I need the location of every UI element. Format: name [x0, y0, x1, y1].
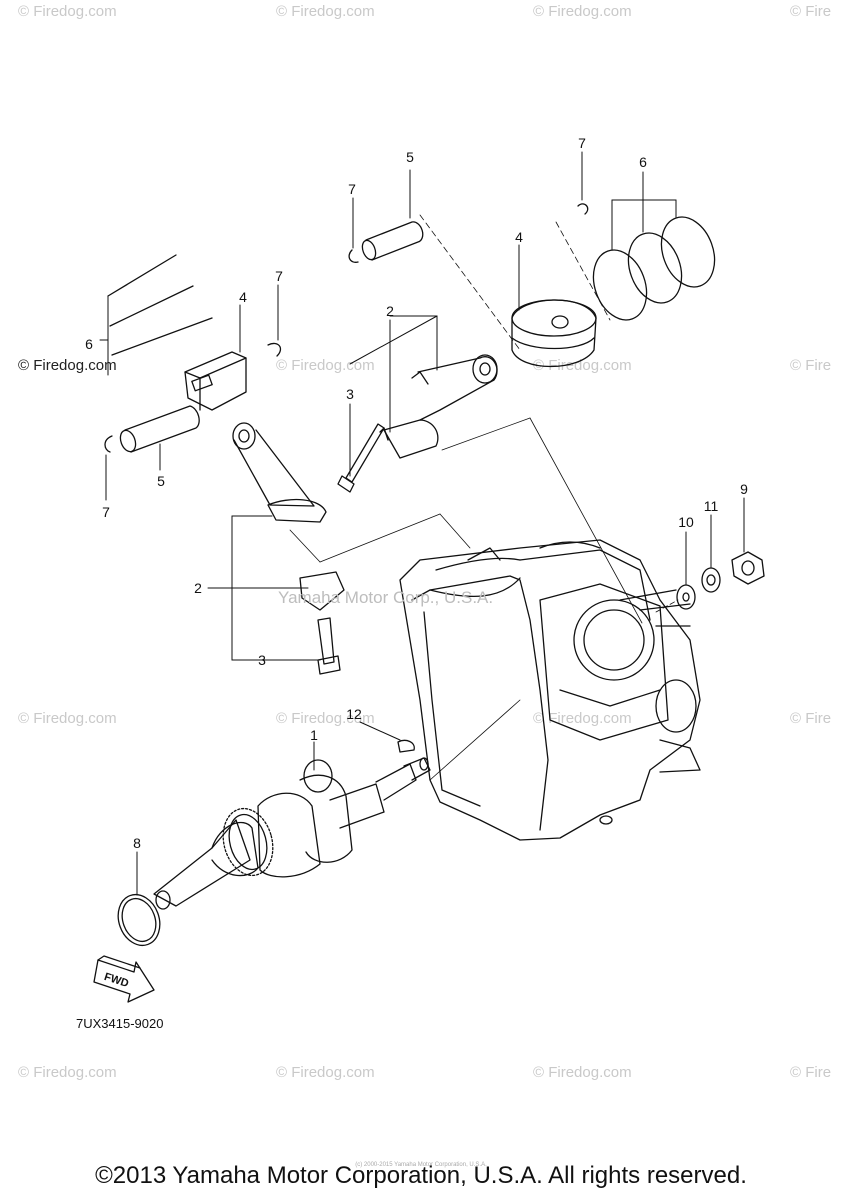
leader-2-center — [349, 315, 438, 433]
leader-12 — [359, 721, 401, 741]
dash-pin-to-piston — [419, 214, 521, 351]
callout-5: 5 — [157, 473, 165, 489]
watermark: © Firedog.com — [276, 3, 375, 20]
leader-6-left — [99, 295, 109, 376]
rod-to-block-line-2 — [529, 417, 643, 624]
clip-7-lower-left — [104, 435, 113, 453]
callout-7: 7 — [275, 268, 283, 284]
piston-pin-center — [361, 221, 424, 261]
tiny-copyright-notice: (c) 2000-2015 Yamaha Motor Corporation, … — [355, 1162, 487, 1168]
bolt-3-center — [337, 423, 385, 493]
washer-10 — [676, 584, 696, 610]
diagram-part-code: 7UX3415-9020 — [76, 1016, 164, 1031]
crankshaft — [153, 757, 431, 910]
callout-7: 7 — [348, 181, 356, 197]
watermark: © Fire — [790, 3, 832, 20]
watermark: © Firedog.com — [18, 357, 117, 374]
connecting-rod-center — [379, 354, 498, 459]
watermark: © Firedog.com — [18, 3, 117, 20]
rod-left-to-block — [289, 529, 321, 563]
clip-7-right — [577, 203, 589, 215]
watermark: © Firedog.com — [533, 357, 632, 374]
watermark: © Fire — [790, 710, 832, 727]
callout-3: 3 — [258, 652, 266, 668]
watermark: © Fire — [790, 1064, 832, 1081]
callout-5: 5 — [406, 149, 414, 165]
leader-2-left — [207, 515, 309, 661]
piston-rings-left — [107, 254, 213, 356]
callout-6: 6 — [85, 336, 93, 352]
callout-10: 10 — [678, 514, 694, 530]
leader-6-right — [611, 171, 677, 251]
callout-7: 7 — [102, 504, 110, 520]
copyright-footer: ©2013 Yamaha Motor Corporation, U.S.A. A… — [95, 1162, 747, 1189]
callout-7: 7 — [578, 135, 586, 151]
watermark: © Firedog.com — [18, 1064, 117, 1081]
piston-rings-right — [592, 216, 716, 321]
watermark: © Firedog.com — [276, 357, 375, 374]
callout-1: 1 — [310, 727, 318, 743]
watermark: © Fire — [790, 357, 832, 374]
watermark: © Firedog.com — [533, 3, 632, 20]
callout-12: 12 — [346, 706, 362, 722]
callout-2: 2 — [386, 303, 394, 319]
watermark: © Firedog.com — [18, 710, 117, 727]
crankcase-block — [399, 539, 701, 841]
dash-clip-to-piston — [555, 221, 611, 321]
callout-2: 2 — [194, 580, 202, 596]
callout-4: 4 — [239, 289, 247, 305]
rod-left-to-block-2 — [319, 513, 441, 563]
callout-9: 9 — [740, 481, 748, 497]
fwd-arrow-icon: FWD — [93, 955, 155, 1003]
rod-to-block-line — [441, 417, 531, 451]
callout-3: 3 — [346, 386, 354, 402]
callout-11: 11 — [703, 498, 719, 514]
watermark: © Firedog.com — [276, 710, 375, 727]
o-ring-8 — [117, 893, 161, 947]
watermark: © Firedog.com — [533, 1064, 632, 1081]
callout-8: 8 — [133, 835, 141, 851]
connecting-rod-left — [232, 422, 345, 611]
bolt-3-left — [317, 617, 341, 675]
center-watermark: Yamaha Motor Corp., U.S.A. — [278, 588, 494, 607]
clip-7-upper-left — [267, 342, 282, 357]
callout-6: 6 — [639, 154, 647, 170]
key-12 — [397, 739, 415, 753]
piston-right — [511, 299, 597, 368]
nut-9 — [731, 551, 765, 585]
watermark: © Firedog.com — [276, 1064, 375, 1081]
crank-to-block-line — [429, 699, 521, 781]
piston-left — [184, 351, 247, 411]
washer-11 — [701, 567, 721, 593]
callout-4: 4 — [515, 229, 523, 245]
piston-pin-left — [119, 405, 200, 453]
clip-7-center — [348, 249, 359, 263]
